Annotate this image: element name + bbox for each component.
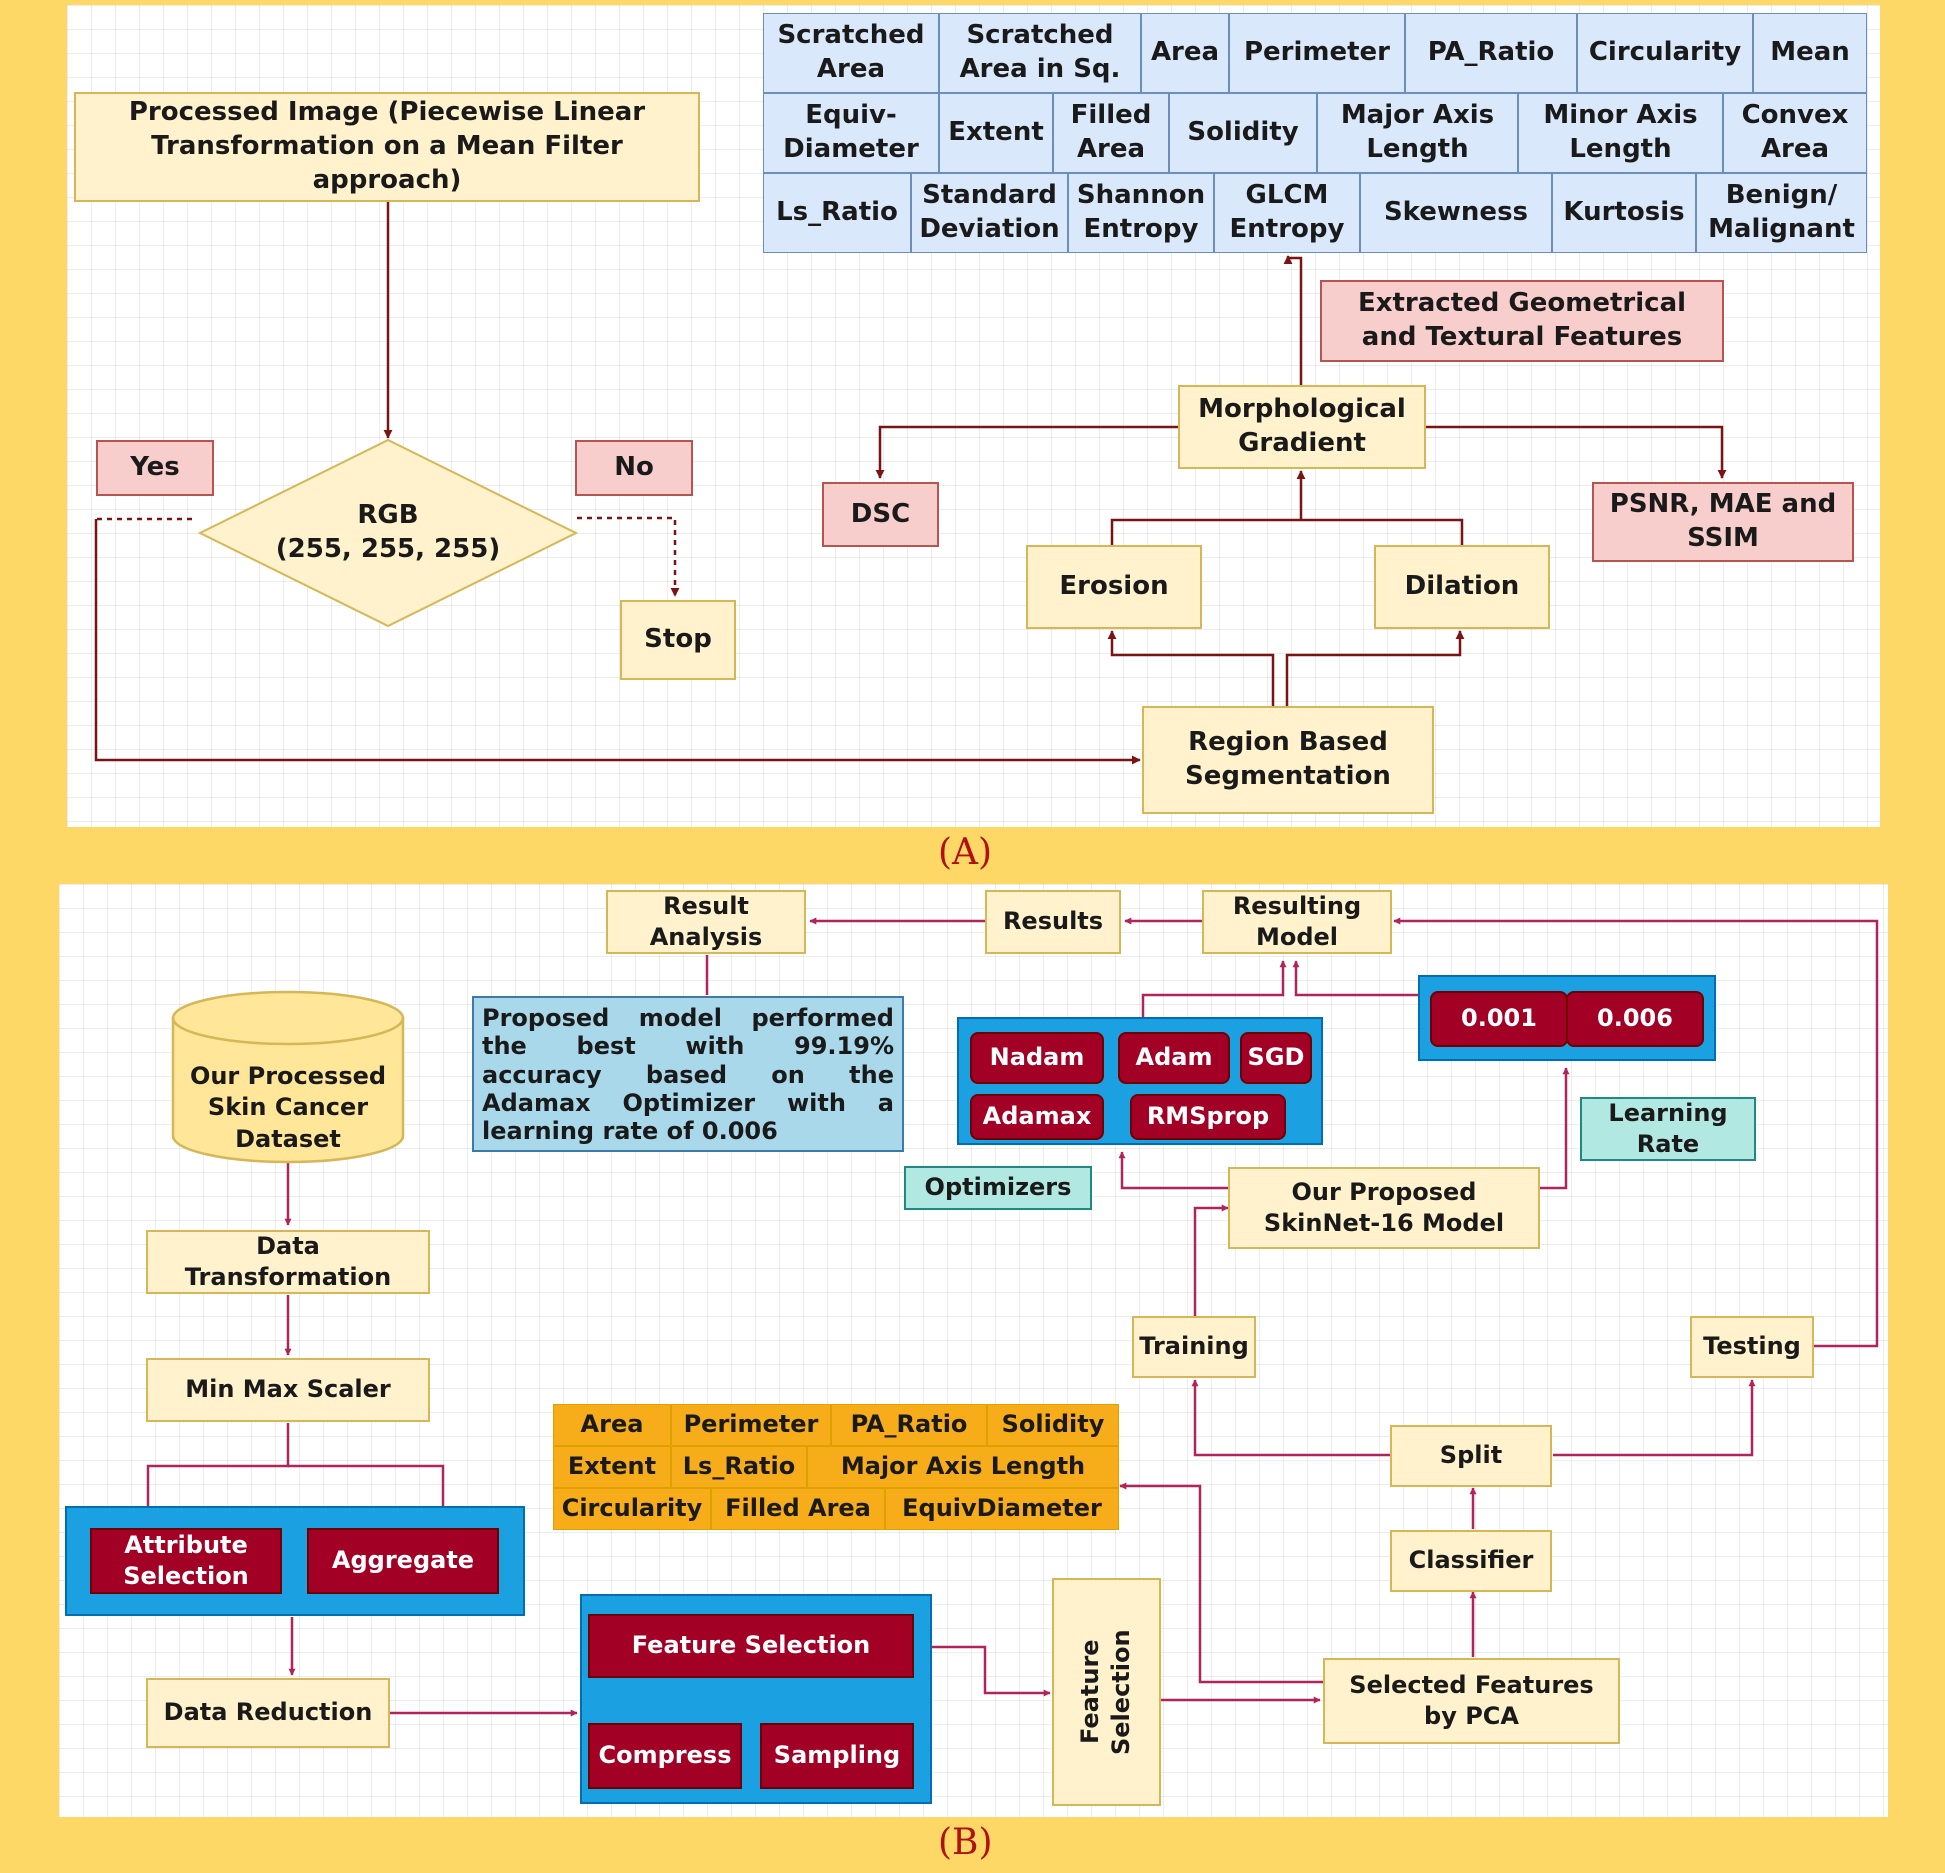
feature-cell: Major Axis Length: [1317, 93, 1518, 173]
optimizers-label: Optimizers: [904, 1166, 1092, 1210]
psnr-mae-ssim-box: PSNR, MAE and SSIM: [1592, 482, 1854, 562]
result-note-box: Proposed model performed the best with 9…: [472, 996, 904, 1152]
dilation-box: Dilation: [1374, 545, 1550, 629]
feature-cell: Standard Deviation: [911, 173, 1068, 253]
feature-selection-inner-box: Feature Selection: [588, 1614, 914, 1678]
data-transformation-box: Data Transformation: [146, 1230, 430, 1294]
feature-cell: Equiv- Diameter: [763, 93, 939, 173]
erosion-box: Erosion: [1026, 545, 1202, 629]
classifier-box: Classifier: [1390, 1530, 1552, 1592]
feature-cell: Perimeter: [1229, 13, 1405, 93]
dataset-cylinder: [171, 990, 405, 1164]
feature-cell: Shannon Entropy: [1068, 173, 1214, 253]
morphological-gradient-box: Morphological Gradient: [1178, 385, 1426, 469]
optimizer-sgd: SGD: [1240, 1032, 1312, 1084]
selected-feature-cell: Ls_Ratio: [671, 1446, 807, 1488]
feature-cell: PA_Ratio: [1405, 13, 1577, 93]
selected-feature-cell: Major Axis Length: [807, 1446, 1119, 1488]
feature-cell: GLCM Entropy: [1214, 173, 1360, 253]
feature-cell: Area: [1141, 13, 1229, 93]
learning-rate-0006: 0.006: [1566, 991, 1704, 1047]
feature-cell: Scratched Area in Sq.: [939, 13, 1141, 93]
feature-selection-vertical-label: Feature Selection: [1076, 1629, 1136, 1755]
training-box: Training: [1132, 1316, 1256, 1378]
feature-cell: Mean: [1753, 13, 1867, 93]
optimizer-adamax: Adamax: [970, 1094, 1104, 1140]
arrow-fs-to-vertical: [915, 1645, 1051, 1697]
resulting-model-box: Resulting Model: [1202, 890, 1392, 954]
feature-cell: Extent: [939, 93, 1053, 173]
optimizer-adam: Adam: [1118, 1032, 1230, 1084]
feature-cell: Convex Area: [1723, 93, 1867, 173]
optimizer-nadam: Nadam: [970, 1032, 1104, 1084]
feature-cell: Filled Area: [1053, 93, 1169, 173]
no-label: No: [575, 440, 693, 496]
dataset-label: Our Processed Skin Cancer Dataset: [189, 1062, 387, 1153]
arrow-lr-to-resulting: [1292, 960, 1422, 997]
selected-feature-cell: PA_Ratio: [831, 1404, 987, 1446]
feature-cell: Benign/ Malignant: [1696, 173, 1867, 253]
arrow-training-to-model: [1193, 1204, 1229, 1316]
compress-box: Compress: [588, 1723, 742, 1789]
result-analysis-box: Result Analysis: [606, 890, 806, 954]
aggregate-box: Aggregate: [307, 1528, 499, 1594]
learning-rate-label: Learning Rate: [1580, 1097, 1756, 1161]
rgb-decision-diamond: [198, 438, 578, 628]
arrow-split-to-training: [1191, 1379, 1390, 1457]
skinnet16-model-box: Our Proposed SkinNet-16 Model: [1228, 1167, 1540, 1249]
selected-feature-cell: Solidity: [987, 1404, 1119, 1446]
results-box: Results: [985, 890, 1121, 954]
selected-feature-cell: Circularity: [553, 1488, 711, 1530]
caption-b: (B): [938, 1822, 993, 1863]
processed-image-box: Processed Image (Piecewise Linear Transf…: [74, 92, 700, 202]
arrow-split-to-testing: [1553, 1379, 1756, 1457]
selected-feature-cell: Area: [553, 1404, 671, 1446]
selected-feature-cell: Perimeter: [671, 1404, 831, 1446]
selected-features-pca-box: Selected Features by PCA: [1323, 1658, 1620, 1744]
stop-box: Stop: [620, 600, 736, 680]
arrow-model-to-optimizers: [1118, 1151, 1228, 1190]
selected-feature-cell: Filled Area: [711, 1488, 885, 1530]
min-max-scaler-box: Min Max Scaler: [146, 1358, 430, 1422]
attribute-selection-box: Attribute Selection: [90, 1528, 282, 1594]
feature-cell: Ls_Ratio: [763, 173, 911, 253]
learning-rate-0001: 0.001: [1430, 991, 1568, 1047]
feature-cell: Kurtosis: [1552, 173, 1696, 253]
optimizer-rmsprop: RMSprop: [1130, 1094, 1286, 1140]
sampling-box: Sampling: [760, 1723, 914, 1789]
feature-cell: Circularity: [1577, 13, 1753, 93]
feature-cell: Scratched Area: [763, 13, 939, 93]
region-segmentation-box: Region Based Segmentation: [1142, 706, 1434, 814]
selected-feature-cell: EquivDiameter: [885, 1488, 1119, 1530]
caption-a: (A): [938, 832, 993, 873]
feature-selection-vertical-box: Feature Selection: [1052, 1578, 1161, 1806]
selected-feature-cell: Extent: [553, 1446, 671, 1488]
split-box: Split: [1390, 1425, 1552, 1487]
yes-label: Yes: [96, 440, 214, 496]
feature-cell: Solidity: [1169, 93, 1317, 173]
testing-box: Testing: [1690, 1316, 1814, 1378]
rgb-decision-label: RGB (255, 255, 255): [275, 500, 501, 564]
arrow-optimizers-to-resulting: [1141, 960, 1287, 1017]
data-reduction-box: Data Reduction: [146, 1678, 390, 1748]
arrow-model-to-lr: [1540, 1067, 1570, 1190]
extracted-features-box: Extracted Geometrical and Textural Featu…: [1320, 280, 1724, 362]
dsc-box: DSC: [822, 482, 939, 547]
feature-cell: Skewness: [1360, 173, 1552, 253]
feature-cell: Minor Axis Length: [1518, 93, 1723, 173]
